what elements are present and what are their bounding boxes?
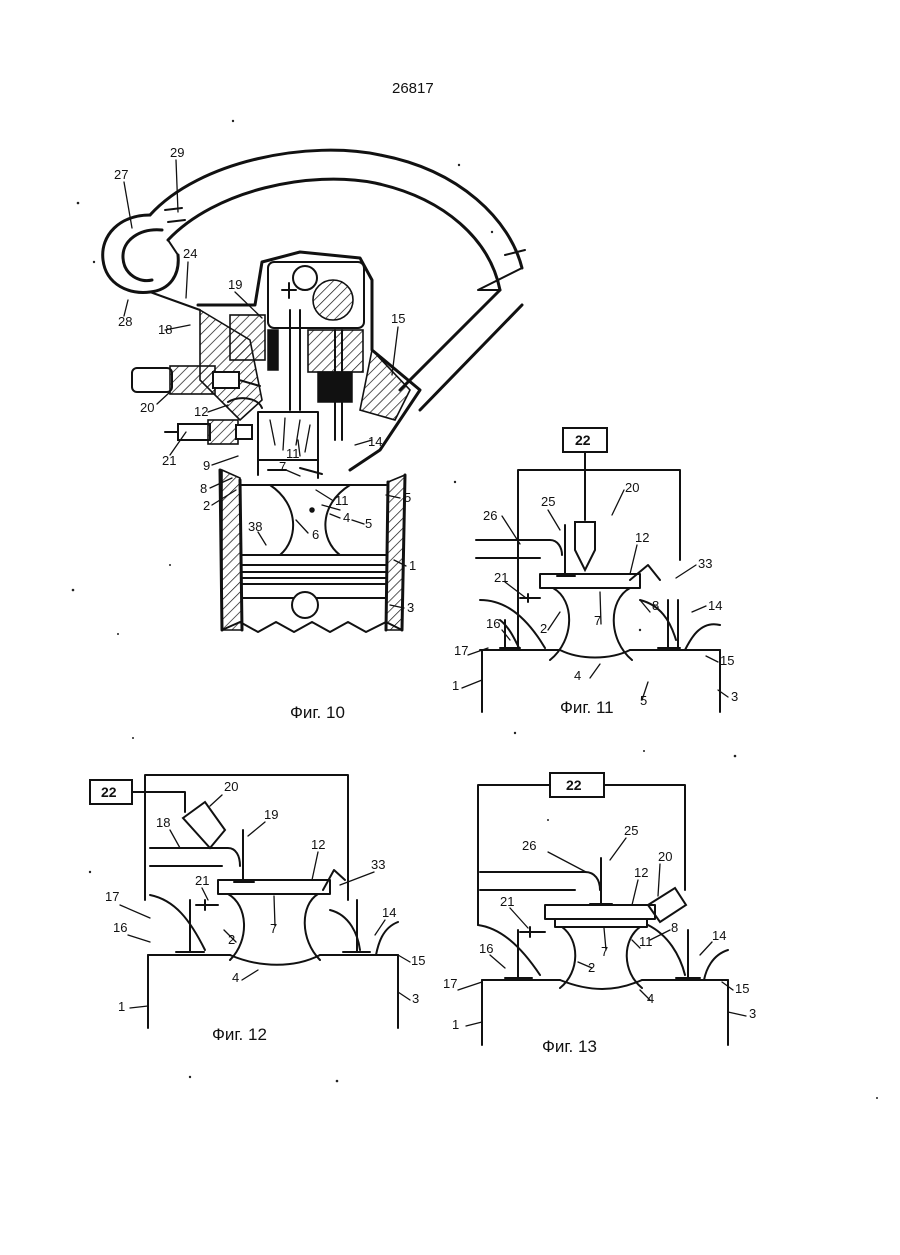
fig11-callout-15: 15: [720, 653, 734, 668]
fig11-callout-8: 8: [652, 598, 659, 613]
fig12-callout-1: 1: [118, 999, 125, 1014]
fig12-callout-33: 33: [371, 857, 385, 872]
fig10-callout-20: 20: [140, 400, 154, 415]
fig12-callout-19: 19: [264, 807, 278, 822]
fig11-caption: Фиг. 11: [560, 698, 614, 717]
fig10-callout-28: 28: [118, 314, 132, 329]
fig13-callout-20: 20: [658, 849, 672, 864]
fig12-callout-7: 7: [270, 921, 277, 936]
fig12-callout-3: 3: [412, 991, 419, 1006]
fig13-callout-25: 25: [624, 823, 638, 838]
fig13-callout-12: 12: [634, 865, 648, 880]
fig11-callout-33: 33: [698, 556, 712, 571]
fig10-callout-14: 14: [368, 434, 382, 449]
fig10-spark-plug: [165, 420, 252, 444]
fig10-callout-21: 21: [162, 453, 176, 468]
fig10-callout-27: 27: [114, 167, 128, 182]
fig13-caption: Фиг. 13: [542, 1037, 597, 1056]
fig13-callout-26: 26: [522, 838, 536, 853]
figure-11: 22 26 25 20 12 33 21 8 14 16 7 2 17: [452, 428, 738, 717]
fig12-callout-12: 12: [311, 837, 325, 852]
fig12-callout-20: 20: [224, 779, 238, 794]
fig12-callout-21: 21: [195, 873, 209, 888]
fig10-callout-8: 8: [200, 481, 207, 496]
fig10-callout-5: 5: [404, 490, 411, 505]
fig12-callout-15: 15: [411, 953, 425, 968]
fig12-callout-4: 4: [232, 970, 239, 985]
fig13-callout-17: 17: [443, 976, 457, 991]
fig10-callout-5b: 5: [365, 516, 372, 531]
fig13-callout-8: 8: [671, 920, 678, 935]
fig10-callout-29: 29: [170, 145, 184, 160]
fig12-callout-18: 18: [156, 815, 170, 830]
fig10-cylinder-block: [220, 468, 405, 632]
fig10-callout-38: 38: [248, 519, 262, 534]
fig11-callout-25: 25: [541, 494, 555, 509]
fig13-box-label: 22: [566, 777, 582, 793]
fig13-callout-21: 21: [500, 894, 514, 909]
fig13-callout-7: 7: [601, 944, 608, 959]
fig10-callout-24: 24: [183, 246, 197, 261]
fig13-callout-3: 3: [749, 1006, 756, 1021]
document-number: 26817: [392, 80, 434, 97]
fig10-callout-3: 3: [407, 600, 414, 615]
fig12-callout-14: 14: [382, 905, 396, 920]
fig10-caption: Фиг. 10: [290, 703, 345, 722]
fig13-callout-14: 14: [712, 928, 726, 943]
fig10-callout-12: 12: [194, 404, 208, 419]
fig13-callout-15: 15: [735, 981, 749, 996]
fig12-callout-16: 16: [113, 920, 127, 935]
figure-10: 29 27 24 28 19 18 15 20 12 21 11 14 9 7 …: [103, 145, 525, 722]
fig10-callout-19: 19: [228, 277, 242, 292]
fig13-callout-11: 11: [639, 934, 653, 949]
fig10-callout-9: 9: [203, 458, 210, 473]
fig11-callout-3: 3: [731, 689, 738, 704]
fig12-callout-17: 17: [105, 889, 119, 904]
fig11-callout-17: 17: [454, 643, 468, 658]
fig10-callout-6: 6: [312, 527, 319, 542]
fig11-callout-2: 2: [540, 621, 547, 636]
fig11-callout-16: 16: [486, 616, 500, 631]
fig13-callout-16: 16: [479, 941, 493, 956]
fig12-caption: Фиг. 12: [212, 1025, 267, 1044]
figure-12: 22 20 19 18 12 33 21 17 16 2 7 14 15 4: [90, 775, 425, 1044]
figure-13: 22 25 26 20 12 21 8 14 16 7 11 2 17 15: [443, 773, 756, 1056]
fig10-callout-11b: 11: [335, 493, 349, 508]
fig11-callout-4: 4: [574, 668, 581, 683]
fig11-callout-12: 12: [635, 530, 649, 545]
fig10-callout-4: 4: [343, 510, 350, 525]
fig11-callout-1: 1: [452, 678, 459, 693]
fig11-box-label: 22: [575, 432, 591, 448]
fig13-callout-1: 1: [452, 1017, 459, 1032]
fig10-callout-1: 1: [409, 558, 416, 573]
fig11-callout-26: 26: [483, 508, 497, 523]
fig10-callout-2: 2: [203, 498, 210, 513]
fig12-box-label: 22: [101, 784, 117, 800]
fig11-callout-20: 20: [625, 480, 639, 495]
fig11-callout-14: 14: [708, 598, 722, 613]
fig10-callout-15: 15: [391, 311, 405, 326]
fig10-callout-11: 11: [286, 446, 300, 461]
fig10-callout-7: 7: [279, 459, 286, 474]
